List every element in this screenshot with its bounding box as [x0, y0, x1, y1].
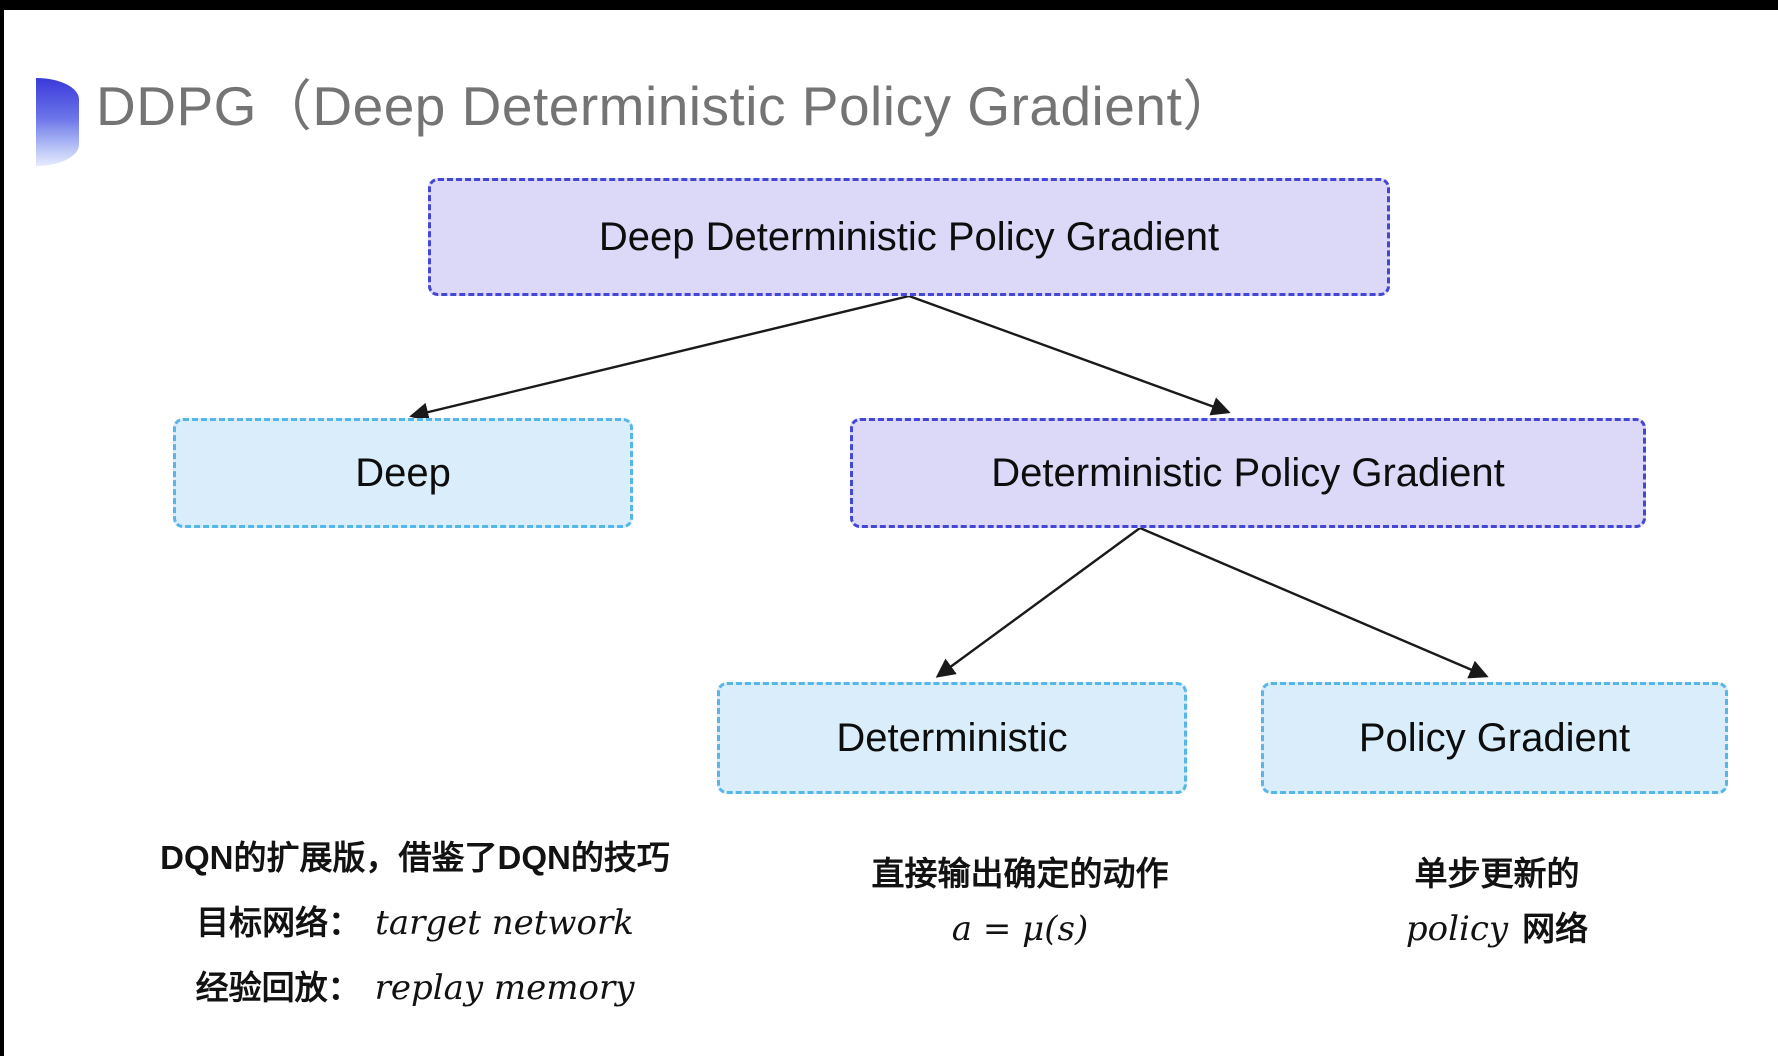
annotation-formula: a = μ(s)	[951, 909, 1089, 949]
arrow-dpg-to-deterministic	[935, 527, 1141, 678]
node-deterministic: Deterministic	[717, 682, 1187, 794]
node-label: Policy Gradient	[1358, 715, 1631, 760]
bullet-semicircle-icon	[36, 78, 79, 166]
node-label: Deterministic Policy Gradient	[991, 450, 1505, 495]
node-deterministic-policy-gradient: Deterministic Policy Gradient	[850, 418, 1646, 528]
arrow-ddpg-to-deep	[409, 294, 910, 422]
annotation-line: 目标网络：target network	[196, 903, 634, 943]
annotation-line: 单步更新的	[1414, 855, 1580, 892]
annotation-line: 直接输出确定的动作	[871, 855, 1169, 892]
frame-top-edge	[0, 0, 1778, 10]
frame-left-edge	[0, 0, 4, 1056]
arrow-dpg-to-policy-gradient	[1139, 526, 1489, 679]
arrow-ddpg-to-dpg	[908, 294, 1231, 416]
node-policy-gradient: Policy Gradient	[1261, 682, 1728, 794]
node-deep: Deep	[173, 418, 633, 528]
node-deep-deterministic-policy-gradient: Deep Deterministic Policy Gradient	[428, 178, 1390, 296]
annotation-line: DQN的扩展版，借鉴了DQN的技巧	[160, 839, 670, 876]
node-label: Deep Deterministic Policy Gradient	[598, 214, 1220, 259]
node-label: Deep	[355, 450, 451, 495]
page-title: DDPG（Deep Deterministic Policy Gradient）	[96, 75, 1238, 137]
annotation-line: 经验回放：replay memory	[195, 968, 635, 1008]
node-label: Deterministic	[836, 715, 1068, 760]
annotation-deterministic-notes: 直接输出确定的动作 a = μ(s)	[810, 850, 1230, 960]
annotation-deep-notes: DQN的扩展版，借鉴了DQN的技巧 目标网络：target network 经验…	[110, 834, 720, 1019]
